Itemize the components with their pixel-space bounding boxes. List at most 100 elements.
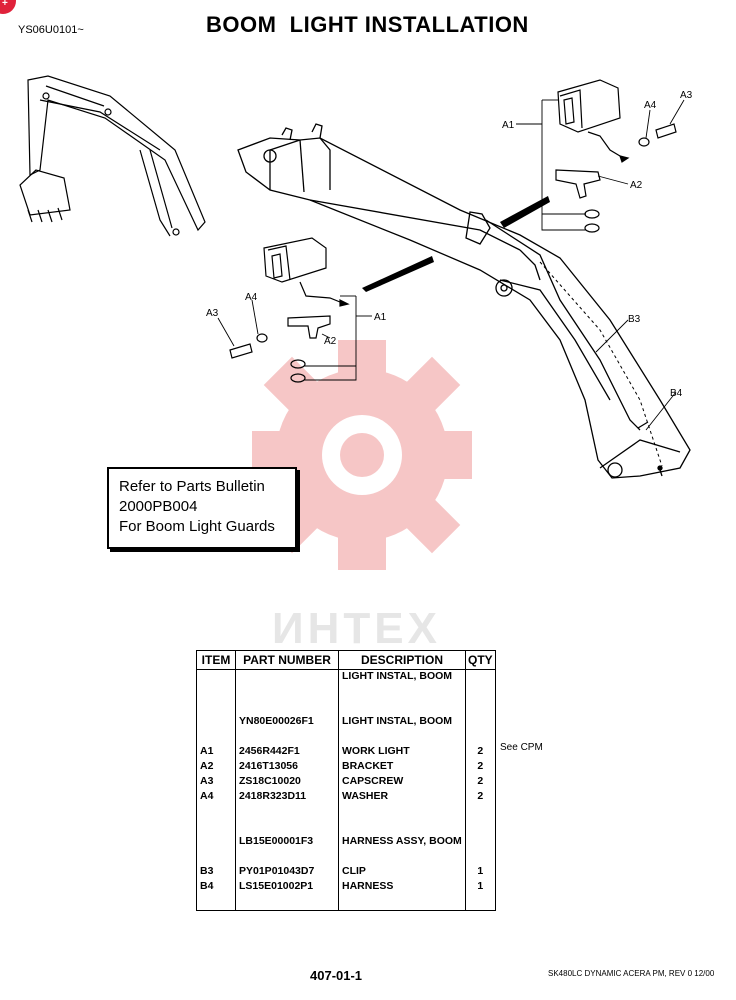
cell-desc: BRACKET — [338, 760, 466, 775]
cell-item: B4 — [196, 880, 236, 895]
note-line-1: Refer to Parts Bulletin — [119, 478, 265, 495]
cell-part: ZS18C10020 — [235, 775, 339, 790]
cell-qty: 1 — [465, 880, 496, 895]
col-part-number-header: PART NUMBER — [235, 650, 339, 670]
boom-main — [237, 123, 691, 479]
page-title: BOOM LIGHT INSTALLATION — [206, 12, 529, 37]
cell-desc: CLIP — [338, 865, 466, 880]
callout-a1-mid: A1 — [374, 312, 387, 323]
cell-item — [196, 700, 236, 715]
cell-desc: WORK LIGHT — [338, 745, 466, 760]
cell-item — [196, 715, 236, 730]
cell-qty — [465, 895, 496, 911]
cell-part: 2456R442F1 — [235, 745, 339, 760]
cell-qty: 2 — [465, 745, 496, 760]
note-line-2: 2000PB004 — [119, 498, 198, 515]
table-row: LIGHT INSTAL, BOOM — [196, 669, 496, 685]
cell-part: LS15E01002P1 — [235, 880, 339, 895]
table-row — [196, 820, 496, 835]
col-description-header: DESCRIPTION — [338, 650, 466, 670]
cell-qty: 1 — [465, 865, 496, 880]
see-cpm-note: See CPM — [500, 742, 543, 753]
cell-part: 2416T13056 — [235, 760, 339, 775]
callout-a4-top: A4 — [644, 100, 657, 111]
cell-item — [196, 820, 236, 835]
cell-desc: WASHER — [338, 790, 466, 805]
cell-qty — [465, 805, 496, 820]
cell-part — [235, 669, 339, 685]
table-row — [196, 895, 496, 911]
parts-table-header: ITEM PART NUMBER DESCRIPTION QTY — [196, 650, 496, 670]
cell-desc — [338, 805, 466, 820]
cell-desc — [338, 700, 466, 715]
cell-part — [235, 895, 339, 911]
cell-qty — [465, 820, 496, 835]
cell-qty — [465, 669, 496, 685]
cell-part: PY01P01043D7 — [235, 865, 339, 880]
cell-item: A3 — [196, 775, 236, 790]
cell-part — [235, 685, 339, 700]
callout-a2-top: A2 — [630, 180, 643, 191]
cell-desc: LIGHT INSTAL, BOOM — [338, 715, 466, 730]
work-light-top — [555, 79, 677, 233]
cell-qty: 2 — [465, 760, 496, 775]
cell-item: A4 — [196, 790, 236, 805]
callout-b3: B3 — [628, 314, 641, 325]
cell-item — [196, 835, 236, 850]
cell-part — [235, 820, 339, 835]
callout-a3-mid: A3 — [206, 308, 219, 319]
work-light-mid — [229, 237, 350, 383]
parts-bulletin-note: Refer to Parts Bulletin 2000PB004 For Bo… — [107, 467, 297, 549]
table-row — [196, 685, 496, 700]
callout-a1-top: A1 — [502, 120, 515, 131]
col-item-header: ITEM — [196, 650, 236, 670]
cell-desc — [338, 850, 466, 865]
cell-part: 2418R323D11 — [235, 790, 339, 805]
cell-item — [196, 685, 236, 700]
cell-desc: LIGHT INSTAL, BOOM — [338, 669, 466, 685]
callout-a4-mid: A4 — [245, 292, 258, 303]
cell-qty — [465, 850, 496, 865]
doc-code: YS06U0101~ — [18, 24, 84, 36]
cell-part — [235, 850, 339, 865]
table-row — [196, 805, 496, 820]
callout-a3-top: A3 — [680, 90, 693, 101]
cell-item — [196, 895, 236, 911]
cell-part — [235, 730, 339, 745]
watermark-text: ИНТЕХ — [272, 604, 441, 653]
cell-item — [196, 669, 236, 685]
cell-part: YN80E00026F1 — [235, 715, 339, 730]
cell-qty — [465, 730, 496, 745]
cell-desc — [338, 895, 466, 911]
cell-item: B3 — [196, 865, 236, 880]
cell-qty: 2 — [465, 790, 496, 805]
cell-desc — [338, 820, 466, 835]
excavator-overview — [19, 75, 206, 237]
table-row — [196, 730, 496, 745]
col-qty-header: QTY — [465, 650, 496, 670]
table-row — [196, 700, 496, 715]
cell-desc — [338, 685, 466, 700]
cell-qty — [465, 715, 496, 730]
cell-desc: CAPSCREW — [338, 775, 466, 790]
cell-desc: HARNESS ASSY, BOOM — [338, 835, 466, 850]
cell-qty — [465, 835, 496, 850]
cell-qty — [465, 700, 496, 715]
page-number: 407-01-1 — [310, 968, 363, 983]
cell-qty: 2 — [465, 775, 496, 790]
table-row — [196, 850, 496, 865]
cell-item — [196, 850, 236, 865]
cell-part — [235, 805, 339, 820]
pointer-arrows — [362, 196, 550, 292]
leader-lines — [217, 99, 685, 431]
callout-a2-mid: A2 — [324, 336, 337, 347]
cell-item — [196, 730, 236, 745]
